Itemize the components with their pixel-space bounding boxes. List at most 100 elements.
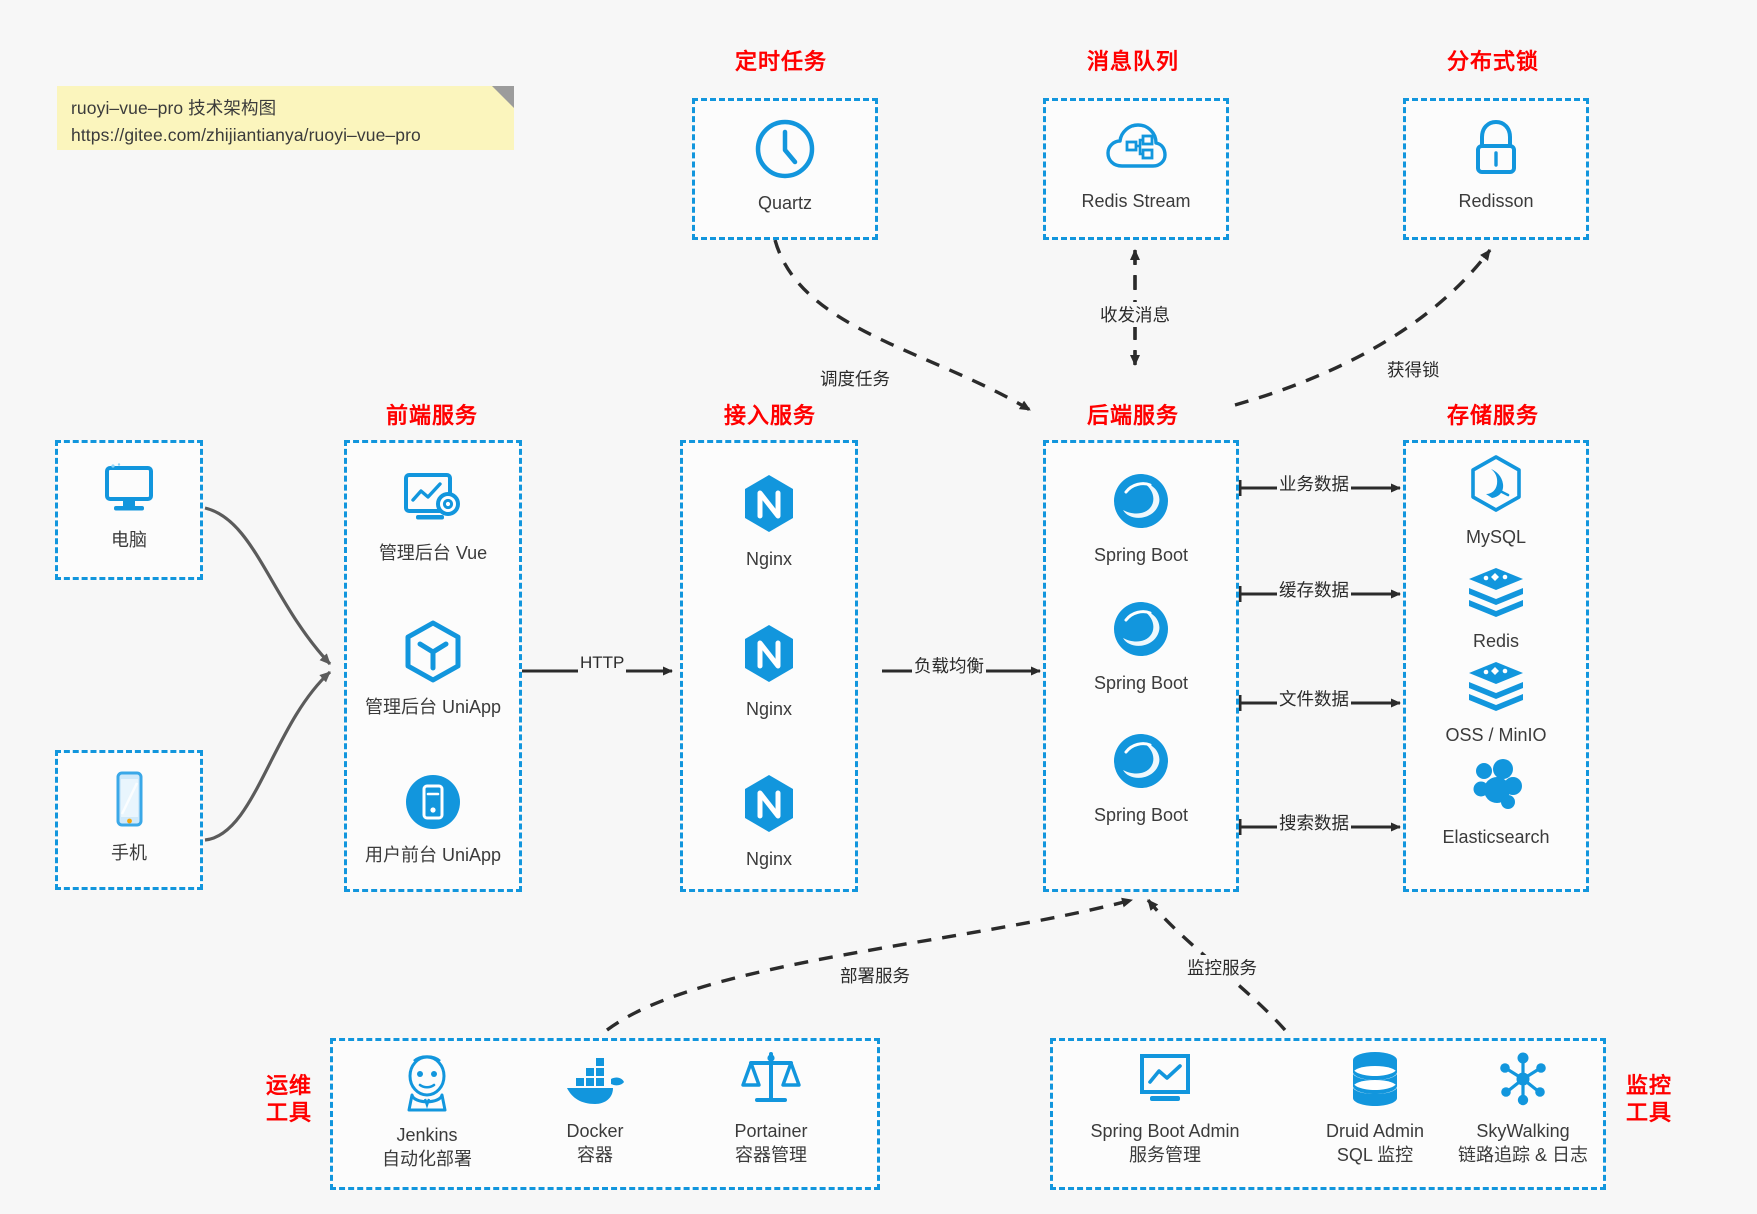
node-spring-boot-2[interactable]: Spring Boot — [1043, 598, 1239, 696]
node-label: Redis Stream — [1081, 191, 1191, 212]
node-quartz[interactable]: Quartz — [692, 118, 878, 216]
node-redis-stream[interactable]: Redis Stream — [1043, 120, 1229, 214]
redis-icon — [1403, 566, 1589, 624]
clock-icon — [692, 118, 878, 186]
node-portainer[interactable]: Portainer 容器管理 — [686, 1050, 856, 1167]
node-redisson[interactable]: Redisson — [1403, 118, 1589, 214]
node-label: MySQL — [1465, 527, 1526, 548]
node-mysql[interactable]: MySQL — [1403, 454, 1589, 550]
caption-line-2: 工具 — [265, 1099, 312, 1125]
caption-line-2: 工具 — [1625, 1099, 1672, 1125]
note-fold-corner — [492, 86, 514, 108]
node-oss-minio[interactable]: OSS / MinIO — [1403, 660, 1589, 748]
node-skywalking[interactable]: SkyWalking 链路追踪 & 日志 — [1438, 1050, 1608, 1167]
mobile-icon — [55, 770, 203, 836]
title-sticky-note: ruoyi–vue–pro 技术架构图 https://gitee.com/zh… — [57, 86, 514, 150]
node-label: Spring Boot Admin — [1090, 1121, 1240, 1142]
node-sublabel: 容器 — [577, 1144, 613, 1165]
node-druid-admin[interactable]: Druid Admin SQL 监控 — [1290, 1050, 1460, 1167]
lock-icon — [1403, 118, 1589, 184]
node-docker[interactable]: Docker 容器 — [516, 1056, 674, 1167]
caption-backend-service: 后端服务 — [1087, 403, 1180, 428]
note-title-line: ruoyi–vue–pro 技术架构图 — [71, 98, 277, 118]
node-label: SkyWalking — [1476, 1121, 1570, 1142]
elasticsearch-icon — [1403, 756, 1589, 820]
node-label: Portainer — [734, 1121, 808, 1142]
caption-line-1: 监控 — [1625, 1073, 1672, 1098]
node-admin-vue[interactable]: 管理后台 Vue — [344, 470, 522, 566]
oss-icon — [1403, 660, 1589, 718]
node-label: Elasticsearch — [1442, 827, 1550, 848]
node-sublabel: 自动化部署 — [382, 1148, 472, 1169]
node-sublabel: 链路追踪 & 日志 — [1457, 1144, 1588, 1165]
edge-label-schedule-task: 调度任务 — [818, 366, 892, 391]
group-box-message-queue — [1043, 98, 1229, 240]
edge-label-load-balance: 负载均衡 — [912, 653, 986, 678]
node-label: 管理后台 Vue — [378, 543, 488, 564]
node-nginx-1[interactable]: Nginx — [680, 472, 858, 572]
node-nginx-2[interactable]: Nginx — [680, 622, 858, 722]
node-spring-boot-admin[interactable]: Spring Boot Admin 服务管理 — [1056, 1052, 1274, 1167]
spring-boot-icon — [1043, 598, 1239, 666]
caption-access-service: 接入服务 — [724, 403, 817, 428]
node-label: Nginx — [745, 699, 793, 720]
node-label: Redis — [1472, 631, 1520, 652]
node-label: Nginx — [745, 849, 793, 870]
nginx-icon — [680, 772, 858, 842]
caption-monitor-tools: 监控 工具 — [1619, 1073, 1679, 1127]
node-elasticsearch[interactable]: Elasticsearch — [1403, 756, 1589, 850]
app-phone-icon — [344, 772, 522, 838]
monitor-chart-icon — [1056, 1052, 1274, 1114]
caption-devops-tools: 运维 工具 — [259, 1073, 319, 1127]
node-admin-uniapp[interactable]: 管理后台 UniApp — [344, 620, 522, 720]
edge-label-business-data: 业务数据 — [1277, 471, 1351, 496]
edge-label-http: HTTP — [578, 653, 627, 673]
caption-storage-service: 存储服务 — [1447, 403, 1540, 428]
edge-label-cache-data: 缓存数据 — [1277, 577, 1351, 602]
node-user-uniapp[interactable]: 用户前台 UniApp — [344, 772, 522, 868]
caption-distributed-lock: 分布式锁 — [1447, 49, 1540, 74]
scales-icon — [686, 1050, 856, 1114]
edge-label-send-receive-message: 收发消息 — [1098, 302, 1172, 327]
node-label: 电脑 — [111, 530, 147, 551]
edge-label-file-data: 文件数据 — [1277, 686, 1351, 711]
node-label: 管理后台 UniApp — [364, 697, 502, 718]
desktop-icon — [55, 463, 203, 523]
nginx-icon — [680, 472, 858, 542]
docker-icon — [516, 1056, 674, 1114]
edge-label-search-data: 搜索数据 — [1277, 810, 1351, 835]
node-label: Redisson — [1458, 191, 1534, 212]
node-label: Druid Admin — [1325, 1121, 1425, 1142]
node-computer[interactable]: 电脑 — [55, 463, 203, 553]
uniapp-cube-icon — [344, 620, 522, 690]
note-url-line: https://gitee.com/zhijiantianya/ruoyi–vu… — [71, 125, 421, 146]
caption-frontend-service: 前端服务 — [386, 403, 479, 428]
node-label: Nginx — [745, 549, 793, 570]
node-sublabel: 服务管理 — [1129, 1144, 1201, 1165]
caption-scheduled-task: 定时任务 — [735, 49, 828, 74]
spring-boot-icon — [1043, 470, 1239, 538]
node-nginx-3[interactable]: Nginx — [680, 772, 858, 872]
node-label: 手机 — [111, 843, 147, 864]
skywalking-icon — [1438, 1050, 1608, 1114]
node-sublabel: SQL 监控 — [1336, 1144, 1414, 1165]
nginx-icon — [680, 622, 858, 692]
caption-line-1: 运维 — [265, 1073, 312, 1098]
node-label: Spring Boot — [1093, 673, 1189, 694]
group-box-scheduled-task — [692, 98, 878, 240]
node-jenkins[interactable]: Jenkins 自动化部署 — [348, 1052, 506, 1171]
edge-label-deploy-service: 部署服务 — [838, 963, 912, 988]
node-redis[interactable]: Redis — [1403, 566, 1589, 654]
node-label: Docker — [566, 1121, 624, 1142]
edge-label-acquire-lock: 获得锁 — [1385, 357, 1442, 382]
jenkins-icon — [348, 1052, 506, 1118]
dashboard-icon — [344, 470, 522, 536]
node-label: Jenkins — [396, 1125, 458, 1146]
node-spring-boot-1[interactable]: Spring Boot — [1043, 470, 1239, 568]
node-phone[interactable]: 手机 — [55, 770, 203, 866]
node-label: Spring Boot — [1093, 805, 1189, 826]
cloud-stream-icon — [1043, 120, 1229, 184]
node-spring-boot-3[interactable]: Spring Boot — [1043, 730, 1239, 828]
node-label: Quartz — [757, 193, 813, 214]
